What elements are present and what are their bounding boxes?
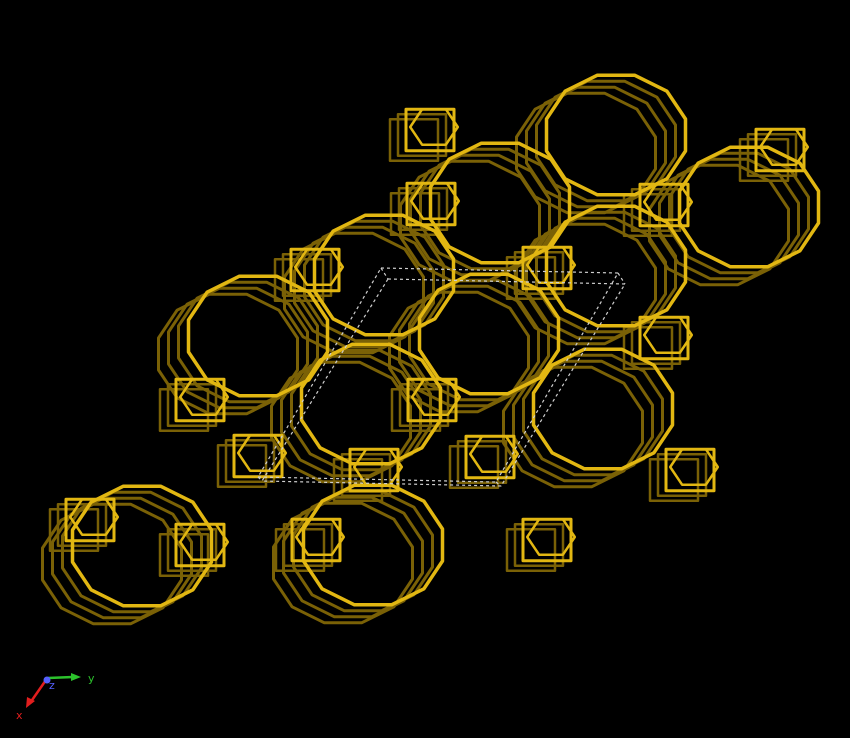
cage-ring-6 — [668, 448, 720, 486]
framework-ring-12 — [531, 347, 675, 471]
framework-ring-12 — [70, 484, 214, 608]
cage-ring-6 — [236, 434, 288, 472]
x-axis-arrow — [28, 679, 48, 704]
cage-ring-6 — [294, 518, 346, 556]
framework-ring-back — [157, 292, 299, 416]
cage-ring-back — [656, 453, 708, 497]
cage-ring-back — [158, 388, 210, 432]
cage-ring-back — [166, 383, 218, 427]
cage-ring-back — [340, 453, 392, 497]
cage-ring-back — [158, 533, 210, 577]
cage-ring-back — [648, 458, 700, 502]
cage-ring-back — [281, 253, 333, 297]
framework-ring-12 — [301, 483, 445, 607]
cage-ring-back — [396, 113, 448, 157]
cage-ring-back — [389, 192, 441, 236]
framework-ring-back — [283, 231, 425, 355]
framework-ring-back — [515, 91, 657, 215]
framework-ring-12 — [544, 73, 688, 197]
cage-ring-back — [738, 138, 790, 182]
cage-ring-back — [166, 528, 218, 572]
cage-ring-6 — [352, 448, 404, 486]
framework-ring-back — [293, 225, 435, 349]
cage-ring-back — [746, 133, 798, 177]
framework-ring-back — [280, 354, 422, 478]
cage-ring-back — [456, 440, 508, 484]
framework-ring-back — [303, 219, 445, 343]
cage-ring-back — [48, 508, 100, 552]
cage-ring-6 — [408, 108, 460, 146]
cage-ring-back — [513, 523, 565, 567]
framework-ring-back — [398, 284, 540, 408]
framework-ring-back — [522, 353, 664, 477]
framework-ring-back — [177, 280, 319, 404]
cage-ring-back — [513, 251, 565, 295]
cage-ring-back — [332, 458, 384, 502]
y-axis-label: y — [88, 672, 95, 685]
z-axis-marker — [43, 676, 51, 684]
cage-ring-back — [216, 444, 268, 488]
unit-cell-outline — [256, 267, 627, 487]
unit-cell-front-face — [260, 278, 627, 487]
z-axis-label: z — [49, 679, 55, 692]
y-axis-arrow — [47, 675, 74, 680]
framework-ring-back — [502, 365, 644, 489]
framework-ring-12 — [312, 213, 456, 337]
cage-ring-back — [388, 118, 440, 162]
cage-ring-6 — [525, 518, 577, 556]
framework-back-layer — [41, 79, 810, 626]
cage-ring-back — [224, 439, 276, 483]
y-axis-arrowhead — [71, 673, 81, 681]
cage-ring-back — [273, 258, 325, 302]
framework-ring-12 — [677, 145, 821, 269]
unit-cell-edge — [380, 267, 389, 280]
framework-ring-back — [270, 360, 412, 484]
cage-ring-back — [397, 187, 449, 231]
cage-ring-6 — [758, 128, 810, 166]
framework-front-layer — [64, 73, 821, 608]
cage-ring-back — [274, 528, 326, 572]
x-axis-label: x — [16, 709, 23, 722]
unit-cell-back-face — [256, 267, 620, 483]
framework-ring-back — [51, 496, 193, 620]
cage-ring-6 — [410, 378, 462, 416]
framework-ring-back — [272, 501, 414, 625]
cage-ring-back — [448, 445, 500, 489]
cage-ring-6 — [642, 183, 694, 221]
cage-ring-6 — [642, 316, 694, 354]
unit-cell-edge — [495, 481, 502, 487]
framework-ring-12 — [299, 342, 443, 466]
cage-ring-6 — [293, 248, 345, 286]
cage-ring-6 — [68, 498, 120, 536]
axis-orientation-triad: x y z — [16, 672, 95, 722]
framework-ring-back — [167, 286, 309, 410]
cage-ring-6 — [409, 182, 461, 220]
cage-ring-back — [282, 523, 334, 567]
framework-ring-back — [408, 278, 550, 402]
cage-ring-back — [398, 383, 450, 427]
framework-ring-back — [61, 490, 203, 614]
x-axis-arrowhead — [26, 697, 35, 708]
cage-ring-6 — [178, 378, 230, 416]
framework-ring-back — [512, 359, 654, 483]
unit-cell-edge — [617, 272, 626, 285]
cage-ring-back — [505, 528, 557, 572]
unit-cell-edge — [257, 476, 263, 482]
cage-ring-6 — [178, 523, 230, 561]
framework-ring-back — [41, 502, 183, 626]
framework-ring-back — [290, 348, 432, 472]
cage-ring-6 — [468, 435, 520, 473]
